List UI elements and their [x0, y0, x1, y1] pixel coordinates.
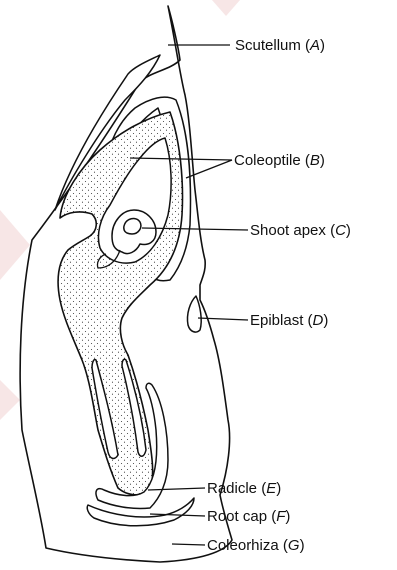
label-radicle: Radicle (E) — [207, 480, 281, 497]
label-root-cap: Root cap (F) — [207, 508, 290, 525]
label-coleorhiza: Coleorhiza (G) — [207, 537, 305, 554]
label-scutellum: Scutellum (A) — [235, 37, 325, 54]
label-shoot-apex: Shoot apex (C) — [250, 222, 351, 239]
label-coleoptile: Coleoptile (B) — [234, 152, 325, 169]
label-epiblast: Epiblast (D) — [250, 312, 328, 329]
